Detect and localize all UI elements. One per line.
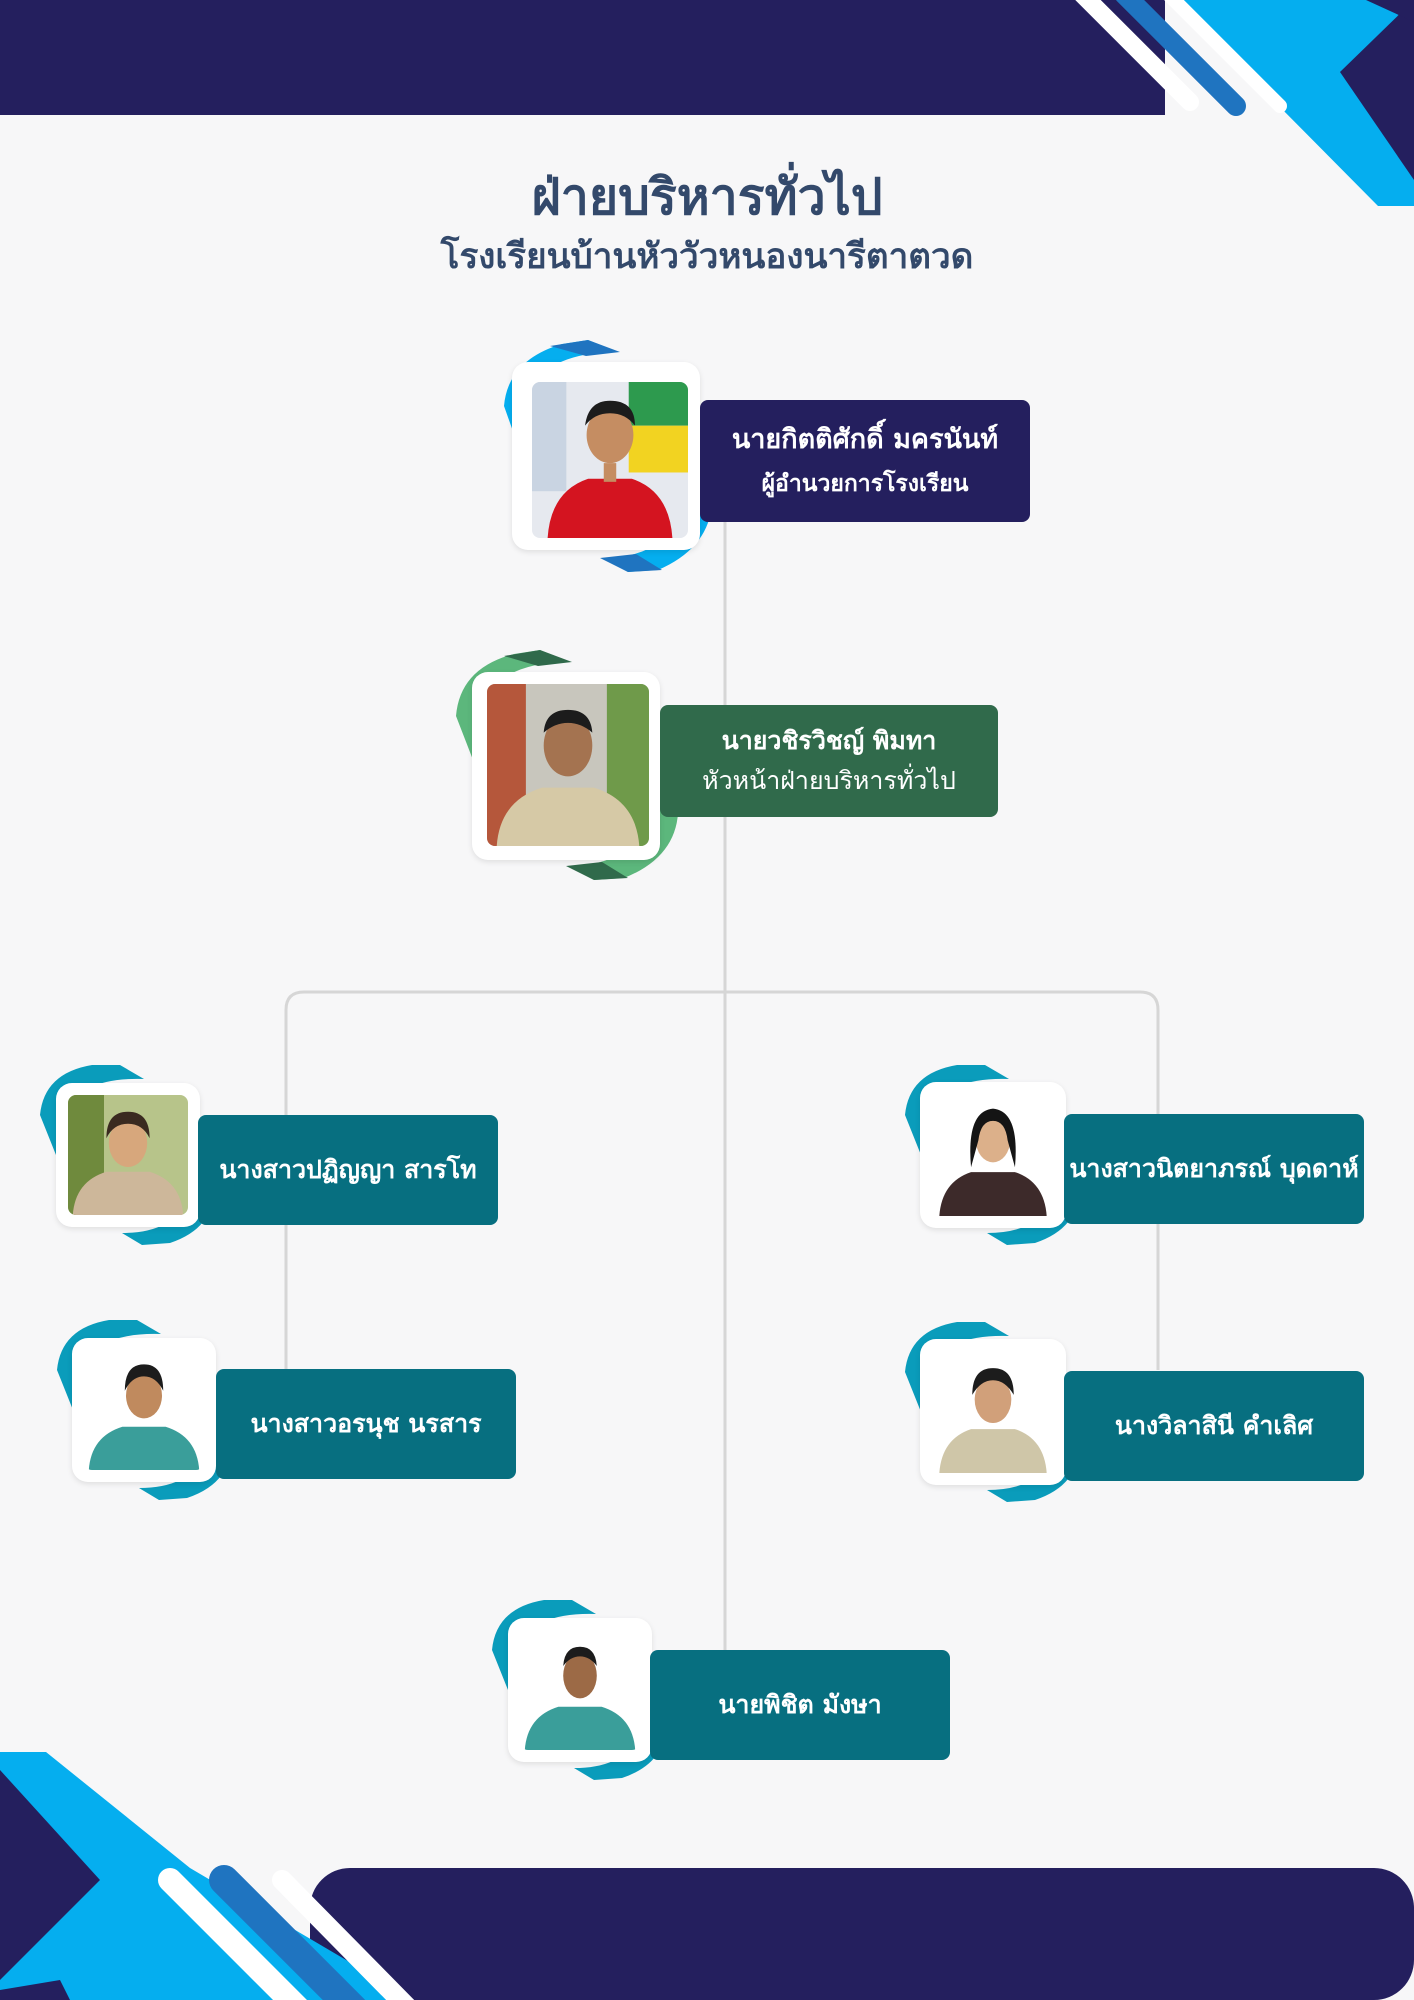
director-role: ผู้อำนวยการโรงเรียน xyxy=(761,471,969,497)
member2-label: นางสาวอรนุช นรสาร xyxy=(216,1369,516,1479)
director-photo xyxy=(532,382,688,538)
member4-name: นางวิลาสินี คำเลิศ xyxy=(1114,1411,1314,1440)
member1-label: นางสาวปฏิญญา สารโท xyxy=(198,1115,498,1225)
member3-photo xyxy=(932,1094,1054,1216)
member4-photo xyxy=(932,1351,1054,1473)
member5-label: นายพิชิต มังษา xyxy=(650,1650,950,1760)
page-subtitle: โรงเรียนบ้านหัววัวหนองนารีตาตวด xyxy=(440,237,974,277)
branch-line xyxy=(284,990,1160,1370)
member3-label: นางสาวนิตยาภรณ์ บุดดาห์ xyxy=(1064,1114,1364,1224)
member3-name: นางสาวนิตยาภรณ์ บุดดาห์ xyxy=(1069,1154,1359,1183)
member2-photo xyxy=(84,1350,204,1470)
head-name: นายวชิรวิชญ์ พิมทา xyxy=(721,726,937,755)
head-role: หัวหน้าฝ่ายบริหารทั่วไป xyxy=(702,766,956,795)
head-label: นายวชิรวิชญ์ พิมทา หัวหน้าฝ่ายบริหารทั่ว… xyxy=(660,705,998,817)
member1-name: นางสาวปฏิญญา สารโท xyxy=(219,1155,477,1184)
member4-label: นางวิลาสินี คำเลิศ xyxy=(1064,1371,1364,1481)
director-label: นายกิตติศักดิ์ มครนันท์ ผู้อำนวยการโรงเร… xyxy=(700,400,1030,522)
title-block: ฝ่ายบริหารทั่วไป โรงเรียนบ้านหัววัวหนองน… xyxy=(0,165,1414,283)
member5-photo xyxy=(520,1630,640,1750)
member1-photo xyxy=(68,1095,188,1215)
head-photo xyxy=(487,684,649,846)
director-name: นายกิตติศักดิ์ มครนันท์ xyxy=(731,424,999,455)
member5-name: นายพิชิต มังษา xyxy=(718,1690,882,1719)
member2-name: นางสาวอรนุช นรสาร xyxy=(250,1409,482,1438)
page-title: ฝ่ายบริหารทั่วไป xyxy=(531,168,883,226)
